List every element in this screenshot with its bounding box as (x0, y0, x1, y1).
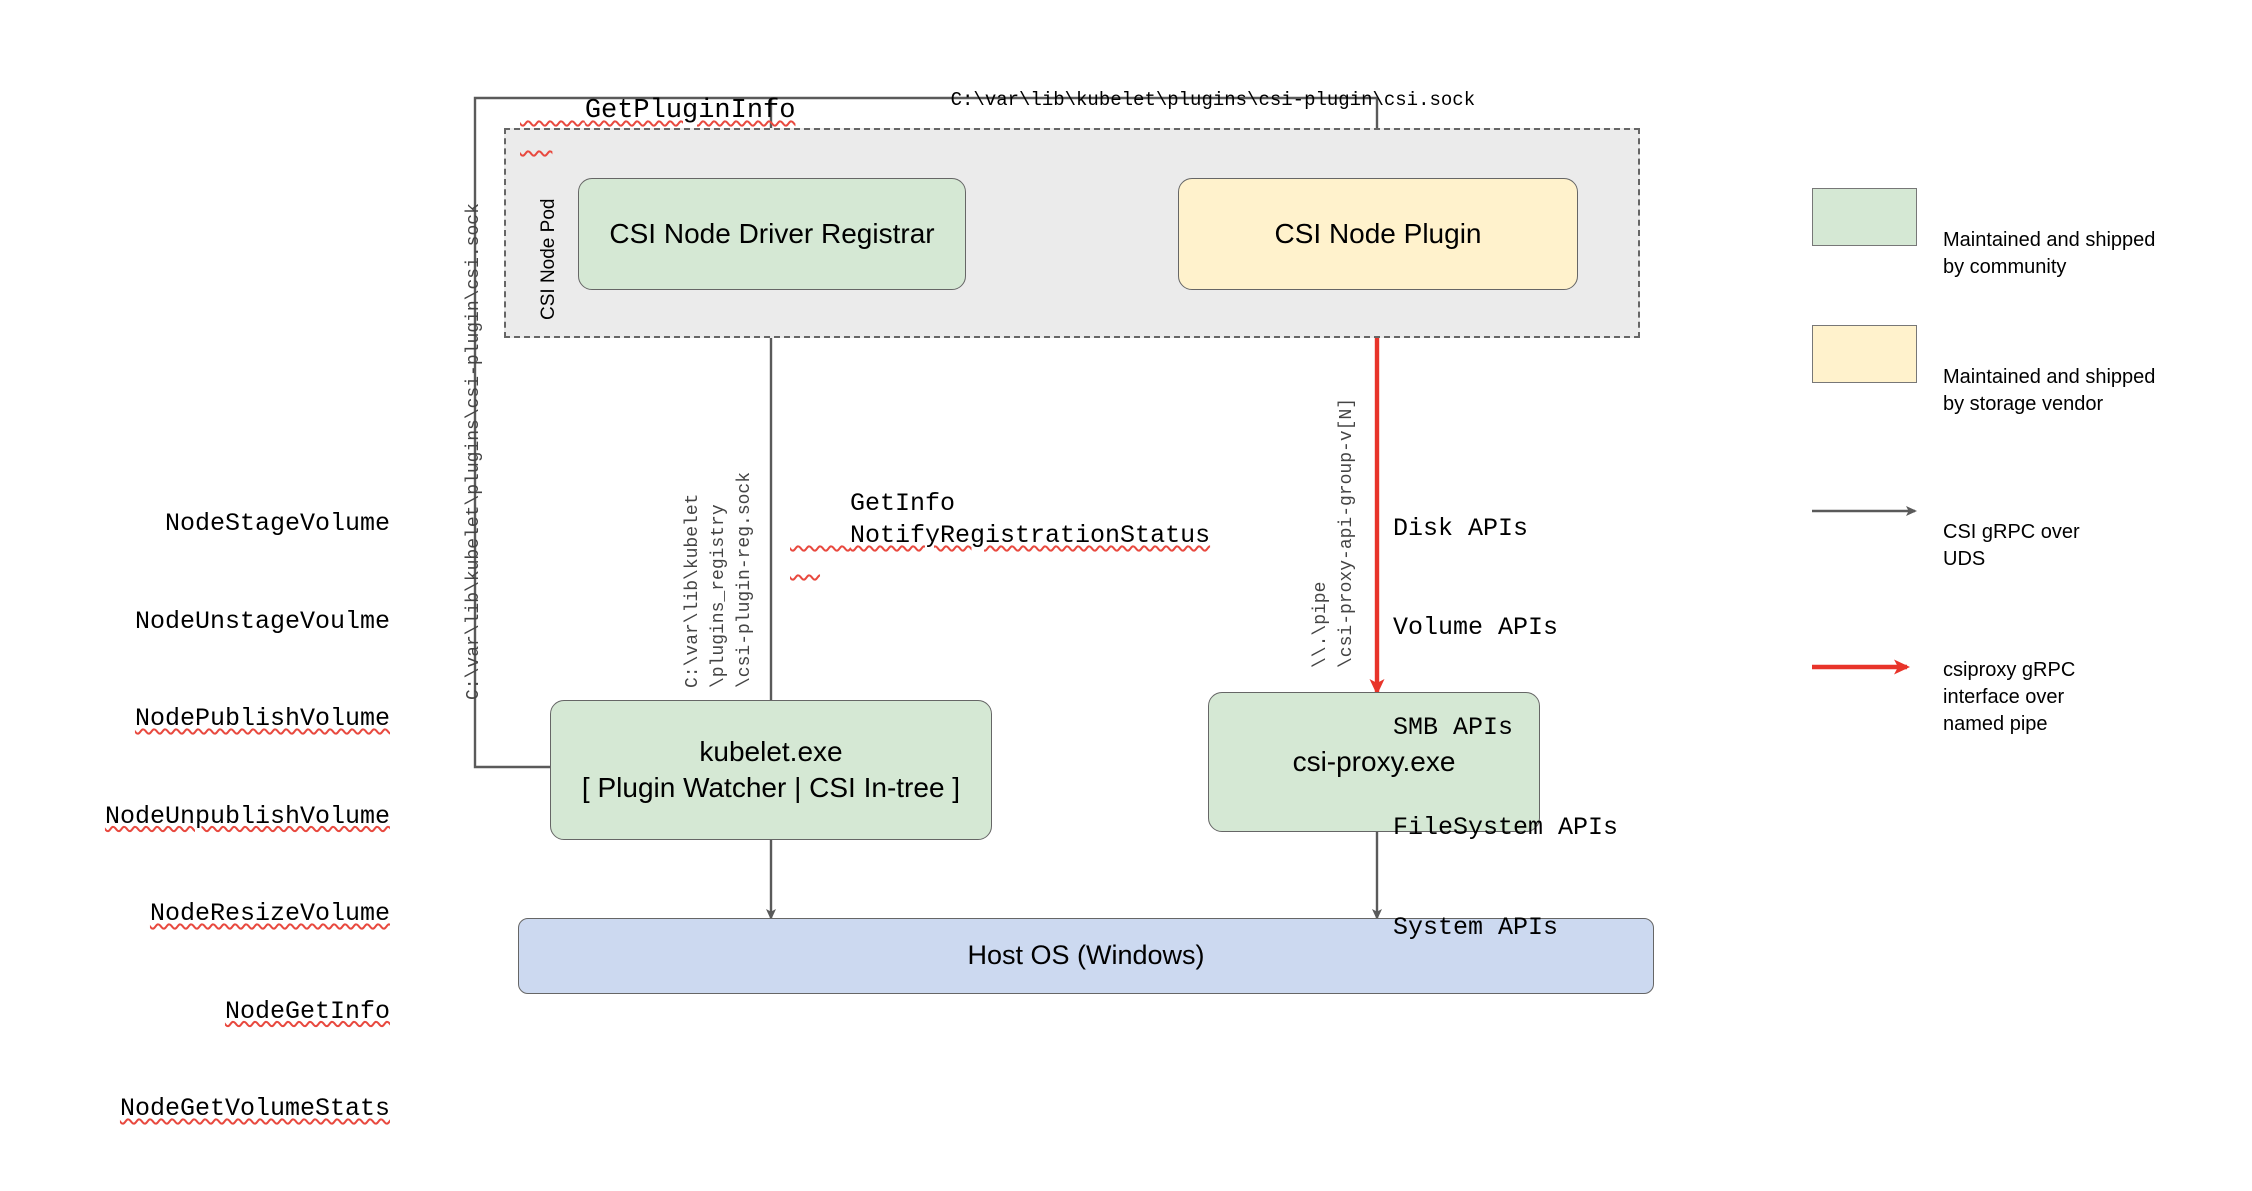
label-get-info: GetInfo (850, 489, 956, 518)
list-item: NodeStageVolume (164, 509, 390, 538)
label-get-plugin-info: GetPluginInfo (584, 96, 796, 126)
list-item: NodeGetVolumeStats (119, 1094, 390, 1123)
csi-node-pod-label: CSI Node Pod (538, 198, 559, 320)
list-item: System APIs (1393, 912, 1559, 942)
registry-path-line-3: \csi-plugin-reg.sock (735, 471, 756, 688)
edge-getplugininfo (473, 96, 1377, 769)
legend-label-csiproxy-named-pipe: csiproxy gRPC interface over named pipe (1943, 659, 2076, 735)
node-csi-node-driver-registrar[interactable]: CSI Node Driver Registrar (578, 178, 966, 290)
registry-path-line-1: C:\var\lib\kubelet (683, 493, 703, 688)
legend-label-csi-grpc-uds: CSI gRPC over UDS (1943, 521, 2080, 570)
legend-swatch-storage-vendor (1812, 325, 1917, 383)
node-host-os[interactable]: Host OS (Windows) (518, 918, 1654, 994)
node-csi-proxy-exe[interactable]: csi-proxy.exe (1208, 692, 1540, 832)
list-item: FileSystem APIs (1393, 812, 1619, 842)
node-label-csi-proxy: csi-proxy.exe (1292, 745, 1456, 777)
csi-proxy-api-group-list: Disk APIs Volume APIs SMB APIs FileSyste… (1393, 445, 1618, 1010)
named-pipe-line-1: \\.\pipe (1311, 581, 1331, 668)
list-item: NodeUnstageVoulme (134, 606, 390, 636)
list-item: NodeResizeVolume (149, 899, 390, 928)
node-label-host-os: Host OS (Windows) (967, 940, 1205, 971)
legend-swatch-community (1812, 188, 1917, 246)
list-item: NodeGetInfo (224, 996, 390, 1026)
registry-path-line-2: \plugins_registry (709, 504, 730, 688)
list-item: NodeUnpublishVolume (104, 801, 390, 831)
label-notify-registration-status: NotifyRegistrationStatus (850, 521, 1211, 550)
legend-label-storage-vendor: Maintained and shipped by storage vendor (1943, 366, 2156, 415)
node-label-kubelet: kubelet.exe (699, 735, 843, 767)
node-label-node-plugin: CSI Node Plugin (1274, 217, 1482, 249)
label-named-pipe-path: \\.\pipe \csi-proxy-api-group-v[N] (1308, 398, 1360, 668)
list-item: Disk APIs (1393, 513, 1529, 543)
node-label-registrar: CSI Node Driver Registrar (609, 217, 935, 249)
csi-node-service-call-list: NodeStageVolume NodeUnstageVoulme NodePu… (100, 443, 390, 1191)
node-kubelet-exe[interactable]: kubelet.exe [ Plugin Watcher | CSI In-tr… (550, 700, 992, 840)
node-label-kubelet-sub: [ Plugin Watcher | CSI In-tree ] (581, 772, 961, 803)
list-item: NodePublishVolume (134, 704, 390, 733)
connector-layer (473, 96, 1917, 920)
label-csi-sock-path-vertical: C:\var\lib\kubelet\plugins\csi-plugin\cs… (464, 203, 484, 700)
named-pipe-line-2: \csi-proxy-api-group-v[N] (1337, 397, 1358, 668)
list-item: Volume APIs (1393, 613, 1559, 643)
list-item: SMB APIs (1393, 713, 1514, 742)
label-csi-sock-path-top: C:\var\lib\kubelet\plugins\csi-plugin\cs… (950, 89, 1476, 111)
legend-label-community: Maintained and shipped by community (1943, 229, 2156, 278)
diagram-canvas: CSI Node Pod CSI Node Driver Registrar C… (105, 89, 2156, 1123)
label-plugins-registry-path: C:\var\lib\kubelet \plugins_registry \cs… (680, 472, 758, 688)
node-csi-node-plugin[interactable]: CSI Node Plugin (1178, 178, 1578, 290)
